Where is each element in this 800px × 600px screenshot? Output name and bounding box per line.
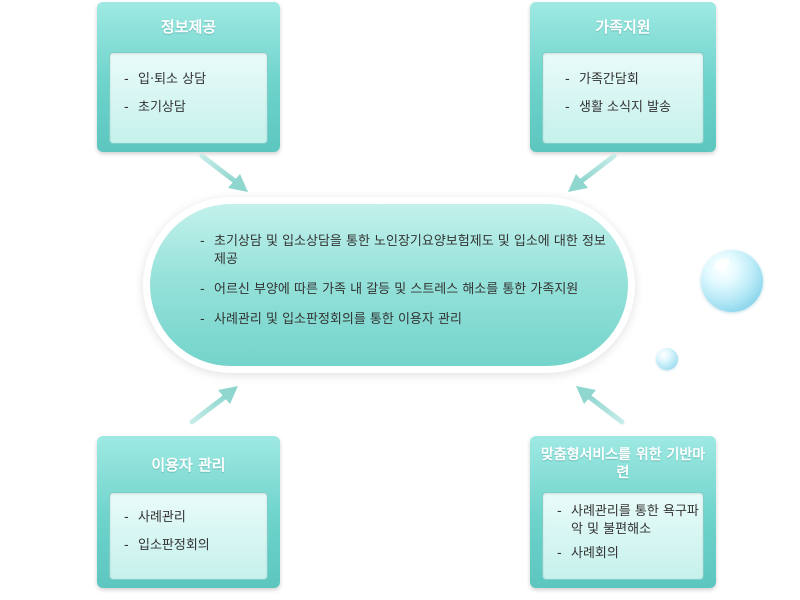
card-body: 입·퇴소 상담 초기상담 (109, 52, 268, 144)
arrow-down-left-icon (568, 153, 617, 192)
list-item: 초기상담 (124, 99, 267, 117)
arrow-up-left-icon (576, 386, 625, 425)
family-support-card: 가족지원 가족간담회 생활 소식지 발송 (530, 2, 716, 152)
card-title: 가족지원 (595, 18, 651, 36)
arrow-up-right-icon (189, 386, 238, 425)
list-item: 사례관리 (124, 509, 267, 527)
info-provision-card: 정보제공 입·퇴소 상담 초기상담 (97, 2, 280, 152)
list-item: 입·퇴소 상담 (124, 71, 267, 89)
list-item: 사례회의 (557, 545, 703, 563)
card-body: 가족간담회 생활 소식지 발송 (542, 52, 704, 144)
list-item: 어르신 부양에 따른 가족 내 갈등 및 스트레스 해소를 통한 가족지원 (200, 281, 610, 299)
user-management-card: 이용자 관리 사례관리 입소판정회의 (97, 436, 280, 588)
bubble-icon (656, 348, 678, 370)
center-summary-list: 초기상담 및 입소상담을 통한 노인장기요양보험제도 및 입소에 대한 정보제공… (200, 233, 610, 341)
card-body: 사례관리 입소판정회의 (109, 492, 268, 580)
list-item: 사례관리를 통한 욕구파악 및 불편해소 (557, 503, 703, 539)
card-title: 정보제공 (160, 18, 217, 36)
card-title: 이용자 관리 (151, 456, 226, 474)
list-item: 사례관리 및 입소판정회의를 통한 이용자 관리 (200, 311, 610, 329)
list-item: 가족간담회 (565, 71, 703, 89)
bubble-icon (701, 250, 763, 312)
list-item: 입소판정회의 (124, 537, 267, 555)
arrow-down-right-icon (199, 153, 248, 192)
card-body: 사례관리를 통한 욕구파악 및 불편해소 사례회의 (542, 492, 704, 580)
custom-service-card: 맞춤형서비스를 위한 기반마련 사례관리를 통한 욕구파악 및 불편해소 사례회… (530, 436, 716, 588)
list-item: 생활 소식지 발송 (565, 99, 703, 117)
list-item: 초기상담 및 입소상담을 통한 노인장기요양보험제도 및 입소에 대한 정보제공 (200, 233, 610, 269)
card-title: 맞춤형서비스를 위한 기반마련 (540, 447, 706, 481)
